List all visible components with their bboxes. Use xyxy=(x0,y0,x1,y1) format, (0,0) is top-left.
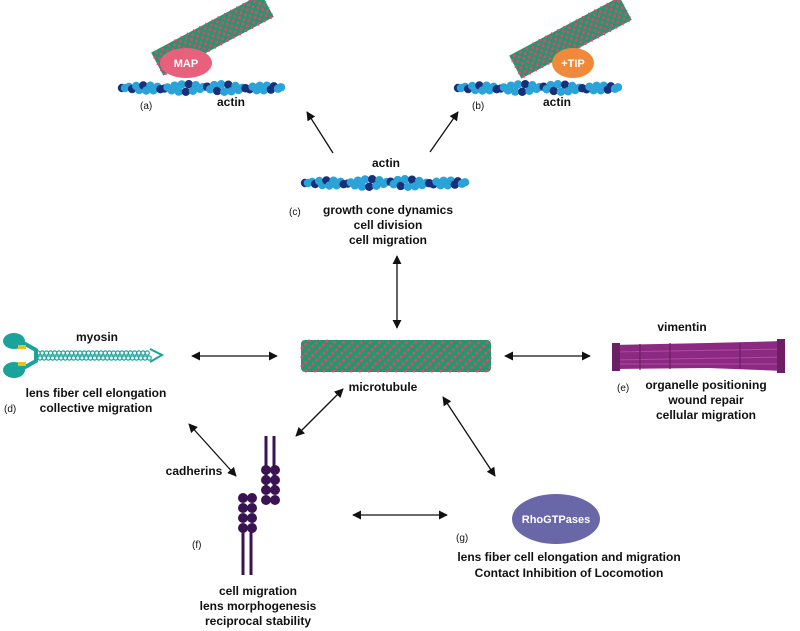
panel-b: +TIP (b) actin xyxy=(453,0,632,112)
vimentin-filament xyxy=(611,339,786,373)
panel-e-line-3: cellular migration xyxy=(656,408,756,422)
rhogtpases-label: RhoGTPases xyxy=(522,514,590,526)
panel-e-title: vimentin xyxy=(657,320,706,334)
panel-e: vimentin (e) organelle positioning wound… xyxy=(611,320,786,422)
map-protein-pill xyxy=(160,48,212,78)
microtubule-label: microtubule xyxy=(349,380,418,394)
panel-e-line-1: organelle positioning xyxy=(645,378,766,392)
actin-filament-b xyxy=(453,80,623,96)
panel-d-line-1: lens fiber cell elongation xyxy=(26,386,167,400)
actin-filament-c xyxy=(300,175,470,191)
arrow-c-to-a xyxy=(306,111,334,154)
arrow-c-to-b xyxy=(429,111,459,153)
panel-c-title: actin xyxy=(372,156,400,170)
panel-g-line-2: Contact Inhibition of Locomotion xyxy=(475,566,664,580)
panel-d-tag: (d) xyxy=(4,404,16,415)
panel-f-line-3: reciprocal stability xyxy=(205,614,311,628)
arrow-microtubule-rhogtpases xyxy=(442,396,496,477)
panel-g-tag: (g) xyxy=(456,533,468,544)
panel-e-tag: (e) xyxy=(617,383,629,394)
panel-b-tag: (b) xyxy=(472,101,484,112)
panel-c-line-3: cell migration xyxy=(349,233,427,247)
panel-f-tag: (f) xyxy=(192,540,201,551)
arrow-cadherins-microtubule xyxy=(295,388,344,437)
tip-label: +TIP xyxy=(561,58,585,70)
cadherin-molecules xyxy=(238,436,280,575)
panel-f-title: cadherins xyxy=(166,464,223,478)
panel-c-tag: (c) xyxy=(289,207,301,218)
rhogtpases-pill xyxy=(512,494,600,544)
panel-a: MAP (a) actin xyxy=(117,0,286,112)
panel-c-line-1: growth cone dynamics xyxy=(323,203,453,217)
map-label: MAP xyxy=(174,58,198,70)
panel-a-actin-label: actin xyxy=(217,95,245,109)
panel-e-line-2: wound repair xyxy=(667,393,744,407)
center-microtubule: microtubule xyxy=(300,339,492,394)
panel-g: RhoGTPases (g) lens fiber cell elongatio… xyxy=(456,494,681,580)
panel-g-line-1: lens fiber cell elongation and migration xyxy=(457,550,680,564)
panel-f-line-2: lens morphogenesis xyxy=(200,599,317,613)
actin-filament-a xyxy=(117,80,286,96)
panel-f: cadherins (f) cell migration lens morpho… xyxy=(166,436,317,628)
panel-d: myosin lens fiber cell elongation collec… xyxy=(3,330,166,415)
panel-c: actin (c) growth cone dynamics cell divi… xyxy=(289,156,470,247)
tip-protein-pill xyxy=(552,48,594,78)
panel-a-tag: (a) xyxy=(140,101,152,112)
panel-d-title: myosin xyxy=(76,330,118,344)
panel-f-line-1: cell migration xyxy=(219,584,297,598)
arrow-myosin-cadherins xyxy=(188,423,237,477)
panel-c-line-2: cell division xyxy=(354,218,423,232)
myosin-molecule xyxy=(3,333,165,378)
panel-b-actin-label: actin xyxy=(543,95,571,109)
panel-d-line-2: collective migration xyxy=(40,401,153,415)
